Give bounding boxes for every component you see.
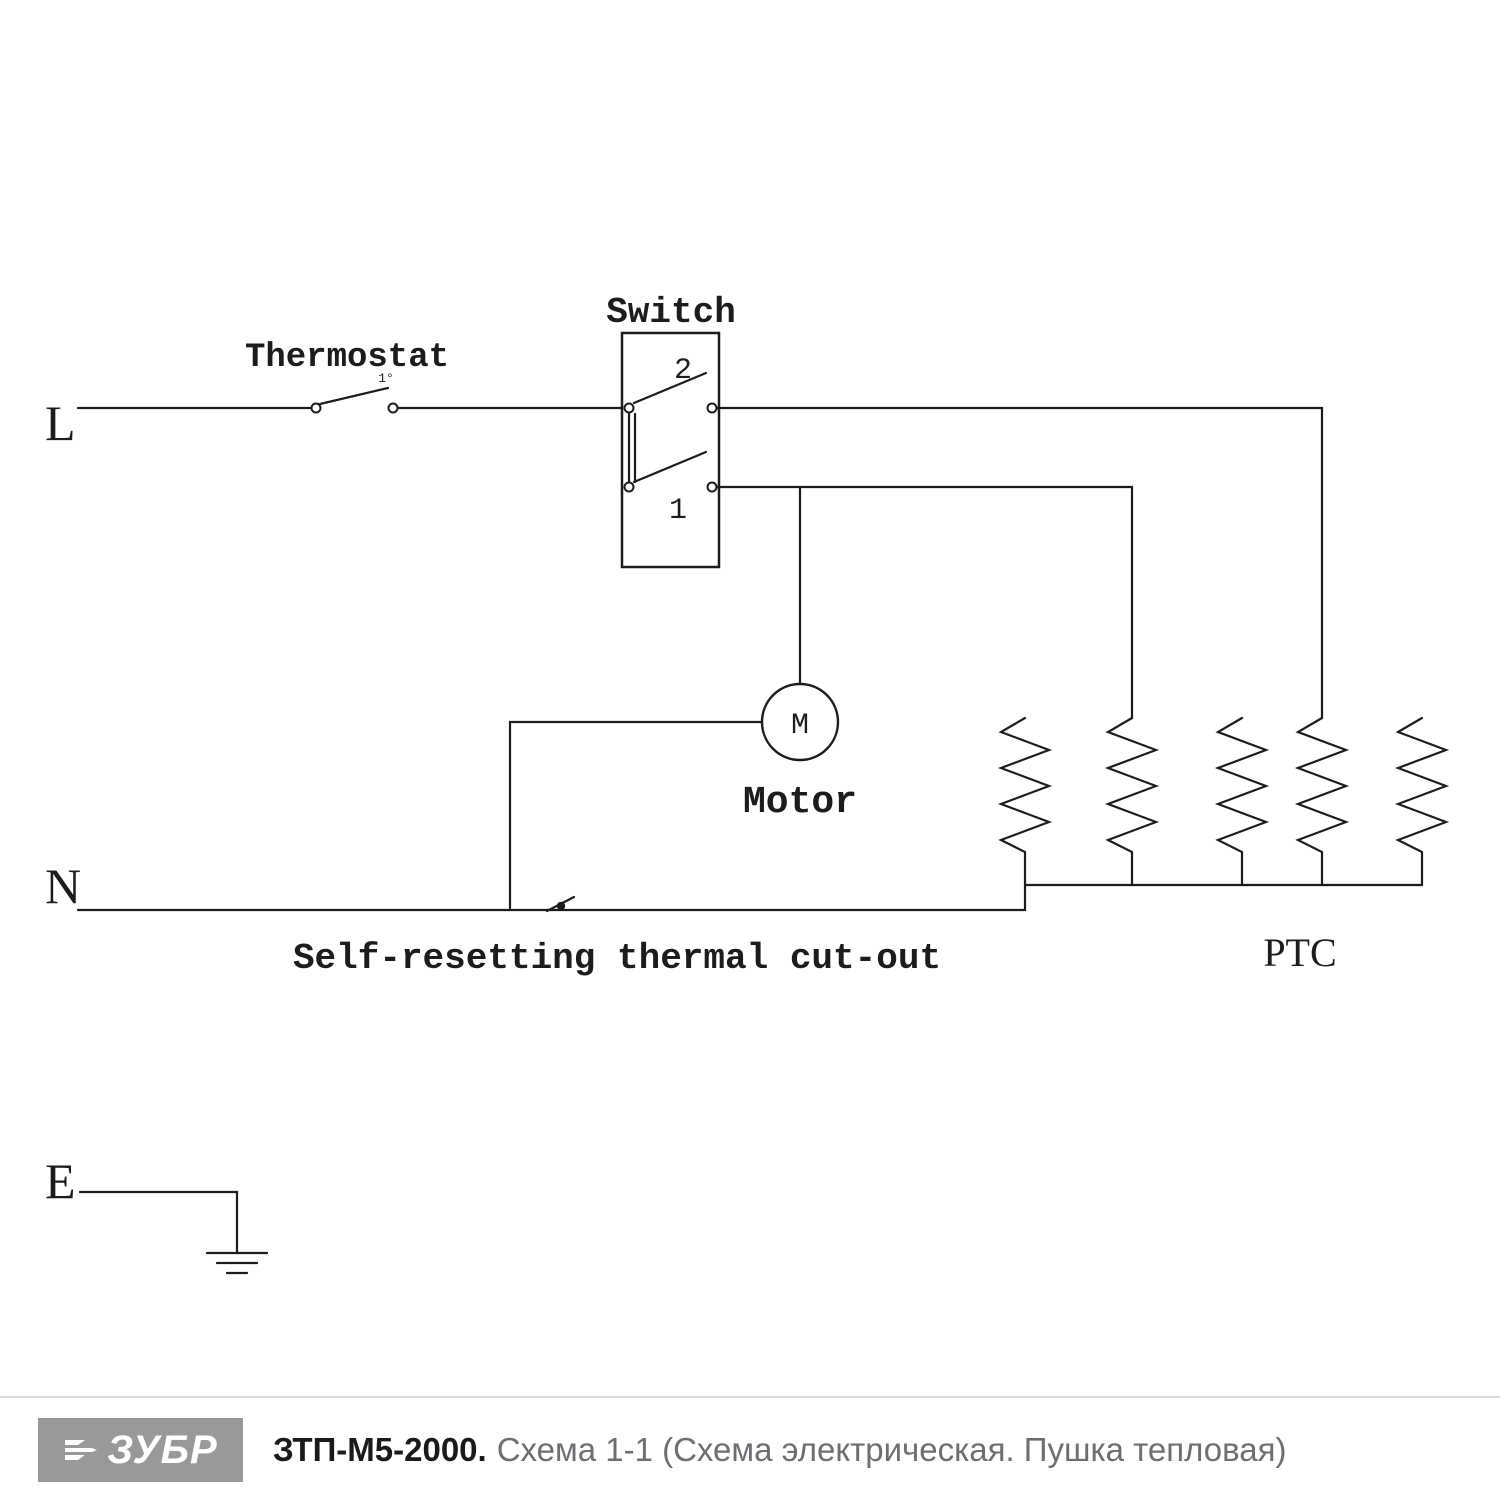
ptc-element-2: [1104, 716, 1160, 887]
footer: ЗУБР ЗТП-М5-2000.Схема 1-1 (Схема электр…: [38, 1418, 1287, 1482]
terminals: [310, 402, 718, 911]
footer-caption: ЗТП-М5-2000.Схема 1-1 (Схема электрическ…: [273, 1431, 1287, 1469]
logo-text: ЗУБР: [107, 1427, 218, 1472]
zubr-logo: ЗУБР: [38, 1418, 243, 1482]
ptc-label: PTC: [1263, 930, 1336, 975]
wire-switch2-to-heater: [715, 406, 1324, 720]
zubr-logo-icon: [65, 1440, 98, 1460]
switch-blade-1: [632, 450, 708, 484]
switch2-terminal-right: [706, 402, 718, 414]
schematic-diagram: L N E Thermostat 1° Switch 2 1 M Motor S…: [45, 292, 1450, 1275]
ptc-element-5: [1394, 716, 1450, 887]
ptc-element-4: [1294, 716, 1350, 887]
thermostat-terminal-left: [310, 402, 322, 414]
neutral-wire: [76, 883, 1027, 912]
wire-motor-to-neutral: [508, 720, 764, 910]
switch-blade-2: [632, 371, 708, 405]
thermal-cutout-label: Self-resetting thermal cut-out: [293, 938, 941, 979]
wire-switch1-to-heater: [715, 485, 1134, 720]
thermostat-blade: [318, 386, 390, 406]
switch1-terminal-right: [706, 481, 718, 493]
ground-icon: [205, 1251, 269, 1275]
ptc-element-3: [1214, 716, 1270, 887]
switch2-terminal-left: [623, 402, 635, 414]
model-number: ЗТП-М5-2000.: [273, 1431, 487, 1468]
cutout-pivot-dot: [556, 901, 566, 911]
terminal-l-label: L: [45, 395, 76, 451]
terminal-e-label: E: [45, 1153, 76, 1209]
switch1-terminal-left: [623, 481, 635, 493]
ptc-element-1: [997, 716, 1053, 887]
earth-wire: [78, 1190, 239, 1255]
switch-box: [620, 331, 721, 569]
footer-divider: [0, 1396, 1500, 1398]
switch-linkage: [627, 412, 637, 484]
motor-label: Motor: [743, 781, 857, 824]
caption-text: Схема 1-1 (Схема электрическая. Пушка те…: [496, 1431, 1287, 1468]
switch-label: Switch: [606, 292, 736, 333]
motor-circle: [760, 682, 840, 762]
thermostat-label: Thermostat: [245, 339, 449, 377]
thermostat-terminal-right: [387, 402, 399, 414]
switch-position-1-label: 1: [669, 494, 687, 528]
wiring-svg: L N E Thermostat 1° Switch 2 1 M Motor S…: [45, 292, 1450, 1275]
motor-symbol: M: [791, 709, 809, 743]
thermostat-note: 1°: [378, 371, 394, 386]
terminal-n-label: N: [45, 858, 81, 914]
switch-position-2-label: 2: [674, 354, 692, 388]
